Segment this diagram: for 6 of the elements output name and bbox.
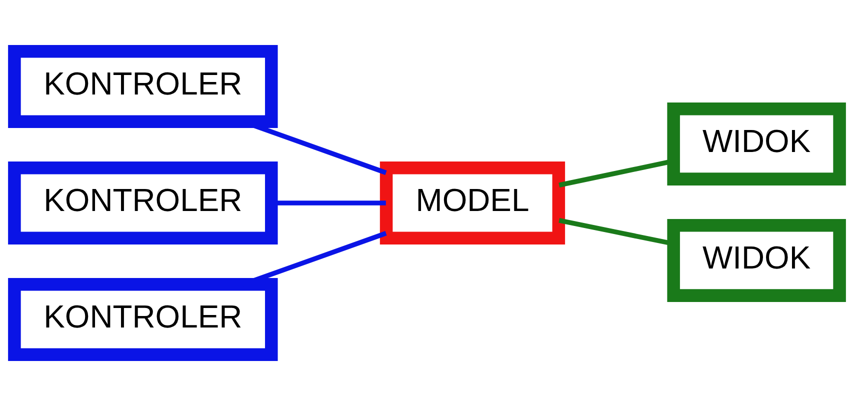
node-box: KONTROLER (8, 278, 278, 360)
node-box: WIDOK (667, 102, 846, 185)
node-box: MODEL (380, 161, 566, 244)
node-box: KONTROLER (8, 161, 278, 244)
node-box: WIDOK (667, 218, 846, 302)
node-box: KONTROLER (8, 44, 278, 128)
